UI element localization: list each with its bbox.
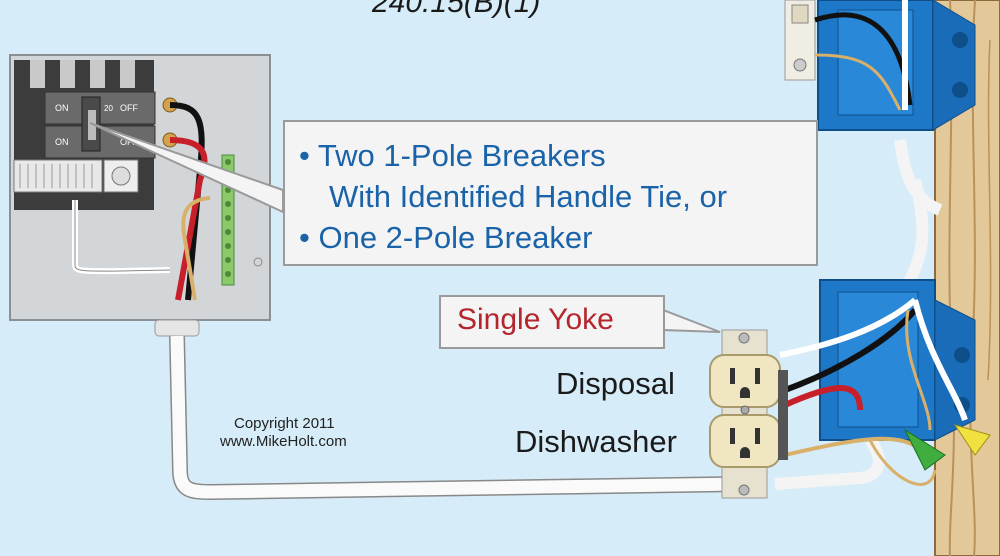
yoke-pointer — [662, 308, 721, 333]
dishwasher-label: Dishwasher — [515, 424, 677, 459]
breaker-on-label-2: ON — [55, 137, 69, 147]
copyright-url: www.MikeHolt.com — [220, 433, 347, 450]
copyright-line: Copyright 2011 — [234, 415, 335, 432]
duplex-receptacle — [709, 329, 788, 499]
copyright-notice: Copyright 2011 www.MikeHolt.com — [220, 415, 347, 451]
nm-cable — [169, 335, 741, 501]
yoke-label: Single Yoke — [457, 303, 614, 336]
panelboard: ON OFF ON OFF 20 — [9, 54, 271, 337]
breaker-callout: • Two 1-Pole Breakers With Identified Ha… — [283, 120, 818, 266]
disposal-label: Disposal — [556, 366, 675, 401]
breaker-off-label: OFF — [120, 103, 138, 113]
code-reference-title: 240.15(B)(1) — [372, 0, 541, 19]
breaker-on-label: ON — [55, 103, 69, 113]
breaker-rating-label: 20 — [104, 104, 113, 113]
callout-bullet-1-continued: With Identified Handle Tie, or — [329, 179, 728, 214]
yoke-callout: Single Yoke — [439, 295, 665, 349]
callout-bullet-1: • Two 1-Pole Breakers — [299, 138, 606, 173]
switch-box — [784, 0, 976, 131]
callout-bullet-2: • One 2-Pole Breaker — [299, 220, 593, 255]
receptacle-box — [779, 279, 991, 486]
